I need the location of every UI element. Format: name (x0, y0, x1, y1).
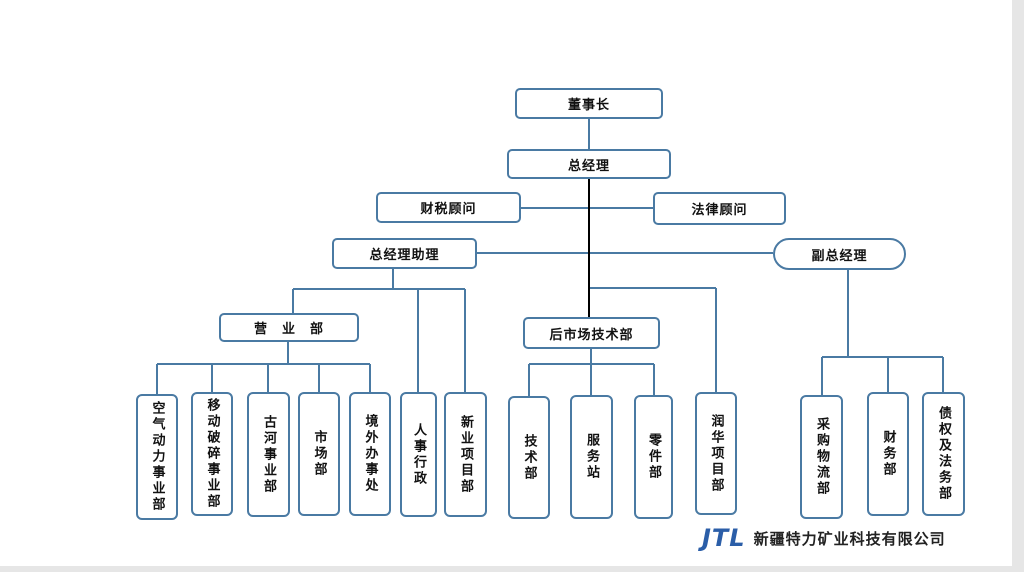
window-edge-bottom (0, 566, 1024, 572)
unit-parts: 零件部 (634, 395, 673, 519)
company-logo: JTL 新疆特力矿业科技有限公司 (702, 524, 978, 552)
aftermarket-dept-box: 后市场技术部 (523, 317, 660, 349)
unit-new-business: 新业项目部 (444, 392, 487, 517)
unit-procurement-logistics: 采购物流部 (800, 395, 843, 519)
window-edge (1012, 0, 1024, 572)
unit-technical: 技术部 (508, 396, 550, 519)
unit-air-power: 空气动力事业部 (136, 394, 178, 520)
chairman-box: 董事长 (515, 88, 663, 119)
jtl-logo-mark: JTL (702, 524, 746, 552)
unit-marketing: 市场部 (298, 392, 340, 516)
general-manager-box: 总经理 (507, 149, 671, 179)
sales-dept-box: 营 业 部 (219, 313, 359, 342)
unit-finance: 财务部 (867, 392, 909, 516)
unit-furukawa: 古河事业部 (247, 392, 290, 517)
unit-mobile-crushing: 移动破碎事业部 (191, 392, 233, 516)
unit-overseas-office: 境外办事处 (349, 392, 391, 516)
unit-runhua-project: 润华项目部 (695, 392, 737, 515)
unit-debt-legal: 债权及法务部 (922, 392, 965, 516)
company-name: 新疆特力矿业科技有限公司 (753, 529, 946, 548)
gm-assistant-box: 总经理助理 (332, 238, 477, 269)
unit-service-station: 服务站 (570, 395, 613, 519)
legal-advisor-box: 法律顾问 (653, 192, 786, 225)
unit-hr-admin: 人事行政 (400, 392, 437, 517)
tax-advisor-box: 财税顾问 (376, 192, 521, 223)
deputy-gm-box: 副总经理 (773, 238, 906, 270)
